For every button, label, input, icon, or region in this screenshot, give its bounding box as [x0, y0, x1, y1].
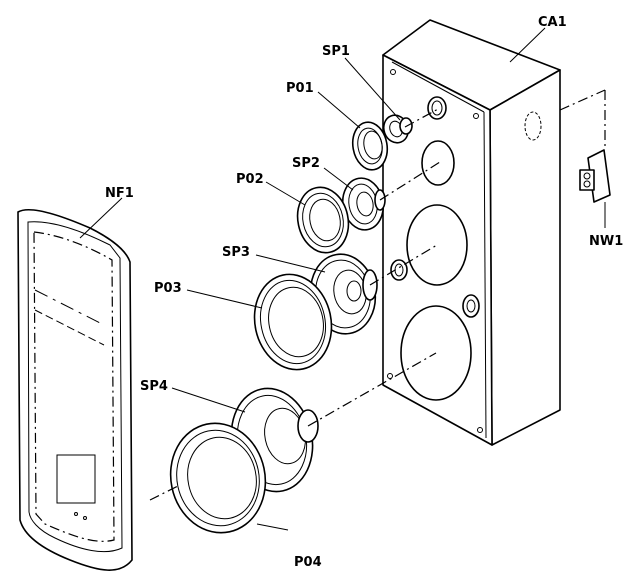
- panel-ring-p02: [296, 186, 350, 254]
- leader-lines: [79, 27, 606, 531]
- terminal-nw1: [579, 149, 611, 203]
- label-p03: P03: [154, 281, 182, 296]
- label-sp1: SP1: [322, 44, 350, 59]
- front-grille-nf1: [17, 208, 133, 571]
- label-sp3: SP3: [222, 245, 250, 260]
- panel-ring-p04: [169, 422, 267, 534]
- cabinet-ca1: [382, 19, 561, 446]
- assembly-lines: [149, 89, 606, 501]
- panel-ring-p03: [253, 273, 333, 371]
- label-nw1: NW1: [589, 234, 623, 249]
- label-p04: P04: [294, 555, 322, 570]
- label-p01: P01: [286, 81, 314, 96]
- label-nf1: NF1: [105, 186, 134, 201]
- label-sp4: SP4: [140, 379, 168, 394]
- label-sp2: SP2: [292, 156, 320, 171]
- label-ca1: CA1: [538, 15, 567, 30]
- speaker-sp1: [382, 114, 413, 144]
- panel-ring-p01: [351, 121, 389, 171]
- part-labels: CA1 SP1 P01 SP2 P02 NF1 SP3 P03 NW1 SP4 …: [105, 15, 623, 570]
- label-p02: P02: [236, 172, 264, 187]
